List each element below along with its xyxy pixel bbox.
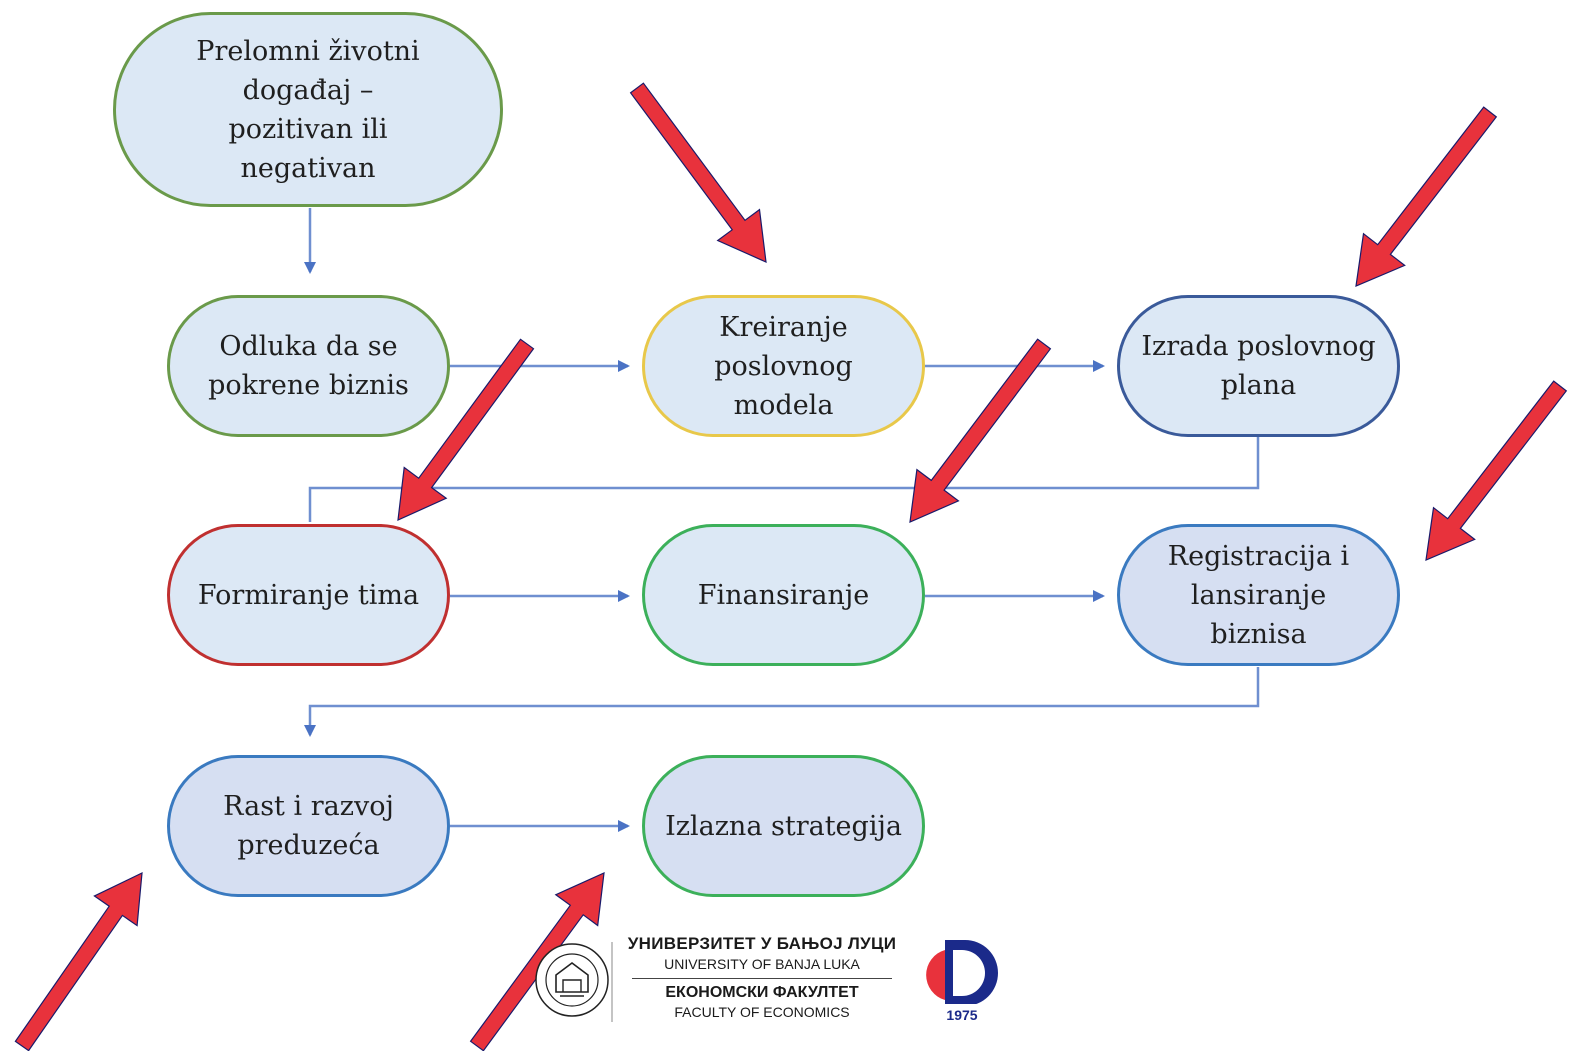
- university-name-cyrillic: УНИВЕРЗИТЕТ У БАЊОЈ ЛУЦИ: [627, 934, 897, 953]
- university-name-latin: UNIVERSITY OF BANJA LUKA: [664, 956, 860, 972]
- node-life-event: Prelomni životni događaj – pozitivan ili…: [113, 12, 503, 207]
- footer-separator: [632, 978, 892, 979]
- node-registration-launch: Registracija i lansiranje biznisa: [1117, 524, 1400, 666]
- node-financing: Finansiranje: [642, 524, 925, 666]
- node-business-decision: Odluka da se pokrene biznis: [167, 295, 450, 437]
- node-team-formation: Formiranje tima: [167, 524, 450, 666]
- node-business-plan: Izrada poslovnog plana: [1117, 295, 1400, 437]
- node-exit-strategy: Izlazna strategija: [642, 755, 925, 897]
- faculty-name-cyrillic: ЕКОНОМСКИ ФАКУЛТЕТ: [665, 984, 859, 1001]
- university-text-block: УНИВЕРЗИТЕТ У БАЊОЈ ЛУЦИ UNIVERSITY OF B…: [622, 934, 902, 1020]
- university-seal-icon: [535, 943, 609, 1017]
- connector-n4-n5: [308, 437, 1260, 522]
- node-growth-development: Rast i razvoj preduzeća: [167, 755, 450, 897]
- faculty-name-latin: FACULTY OF ECONOMICS: [674, 1004, 850, 1020]
- node-business-model: Kreiranje poslovnog modela: [642, 295, 925, 437]
- faculty-logo-year: 1975: [946, 1007, 978, 1023]
- faculty-logo-icon: [926, 940, 998, 1022]
- footer-logos: [535, 940, 998, 1022]
- connector-n7-n8: [304, 667, 1260, 737]
